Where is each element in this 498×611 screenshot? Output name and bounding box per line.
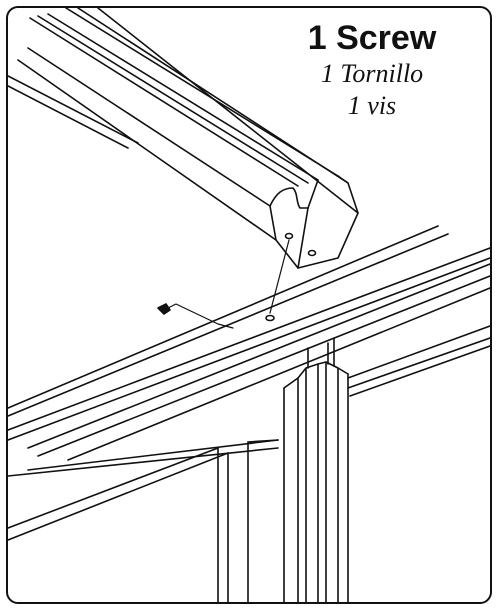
screw-count-french: 1 vis bbox=[347, 91, 397, 120]
roof-rail-channel bbox=[17, 8, 359, 269]
roof-panel-edge bbox=[8, 75, 139, 149]
vertical-post bbox=[283, 337, 349, 602]
instruction-label: 1 Screw 1 Tornillo 1 vis bbox=[272, 18, 472, 122]
lower-panel-frame bbox=[8, 439, 279, 602]
screw-icon bbox=[157, 303, 234, 329]
main-beam bbox=[8, 225, 490, 477]
screw-count-english: 1 Screw bbox=[307, 19, 437, 57]
diagram-frame: 1 Screw 1 Tornillo 1 vis bbox=[6, 6, 492, 604]
right-beam bbox=[347, 325, 490, 397]
assembly-drawing bbox=[8, 8, 490, 602]
screw-count-spanish: 1 Tornillo bbox=[320, 59, 424, 88]
alignment-line bbox=[269, 239, 290, 314]
